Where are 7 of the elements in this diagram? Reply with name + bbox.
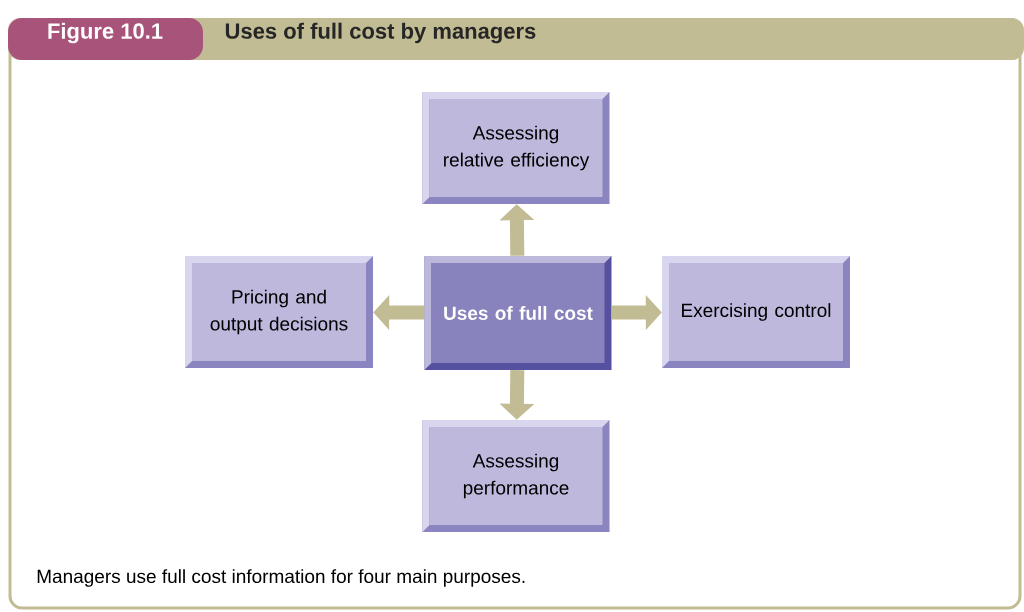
process-box: Assessing relative efficiency bbox=[422, 92, 610, 204]
figure-badge: Figure 10.1 bbox=[8, 18, 203, 60]
center-box: Uses of full cost bbox=[424, 256, 612, 370]
process-box: Assessing performance bbox=[422, 420, 610, 532]
caption: Managers use full cost information for four main purposes. bbox=[37, 569, 525, 587]
process-box: Pricing and output decisions bbox=[185, 256, 373, 368]
process-box: Exercising control bbox=[662, 256, 850, 368]
